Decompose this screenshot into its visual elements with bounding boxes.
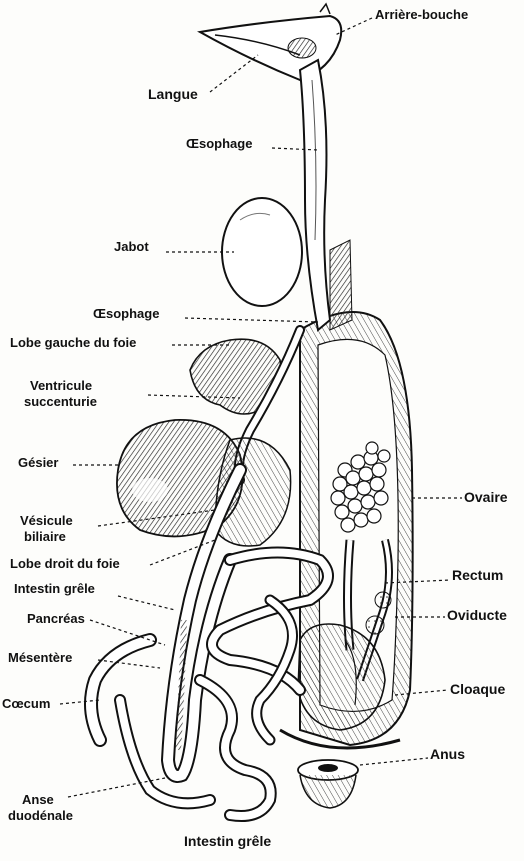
label-langue: Langue bbox=[148, 87, 198, 101]
label-lobe-droit: Lobe droit du foie bbox=[10, 557, 120, 571]
label-lobe-gauche: Lobe gauche du foie bbox=[10, 336, 136, 350]
label-vesicule-line2: biliaire bbox=[24, 530, 66, 544]
label-anse-line2: duodénale bbox=[8, 809, 73, 823]
label-oesophage-mid: Œsophage bbox=[93, 307, 159, 321]
label-anse-line1: Anse bbox=[22, 793, 54, 807]
label-jabot: Jabot bbox=[114, 240, 149, 254]
label-ventricule-line1: Ventricule bbox=[30, 379, 92, 393]
label-oesophage-top: Œsophage bbox=[186, 137, 252, 151]
oesophagus-tube bbox=[300, 60, 330, 330]
label-intestin-grele-upper: Intestin grêle bbox=[14, 582, 95, 596]
label-vesicule-line1: Vésicule bbox=[20, 514, 73, 528]
label-rectum: Rectum bbox=[452, 568, 503, 582]
label-mesentere: Mésentère bbox=[8, 651, 72, 665]
label-ventricule-line2: succenturie bbox=[24, 395, 97, 409]
label-caecum: Cœcum bbox=[2, 697, 50, 711]
label-cloaque: Cloaque bbox=[450, 682, 505, 696]
anus-shape bbox=[298, 760, 358, 808]
label-intestin-grele-bottom: Intestin grêle bbox=[184, 834, 271, 848]
arriere-bouche-shape bbox=[288, 38, 316, 58]
label-pancreas: Pancréas bbox=[27, 612, 85, 626]
label-arriere-bouche: Arrière-bouche bbox=[375, 8, 468, 22]
label-ovaire: Ovaire bbox=[464, 490, 508, 504]
label-gesier: Gésier bbox=[18, 456, 58, 470]
label-oviducte: Oviducte bbox=[447, 608, 507, 622]
label-anus: Anus bbox=[430, 747, 465, 761]
